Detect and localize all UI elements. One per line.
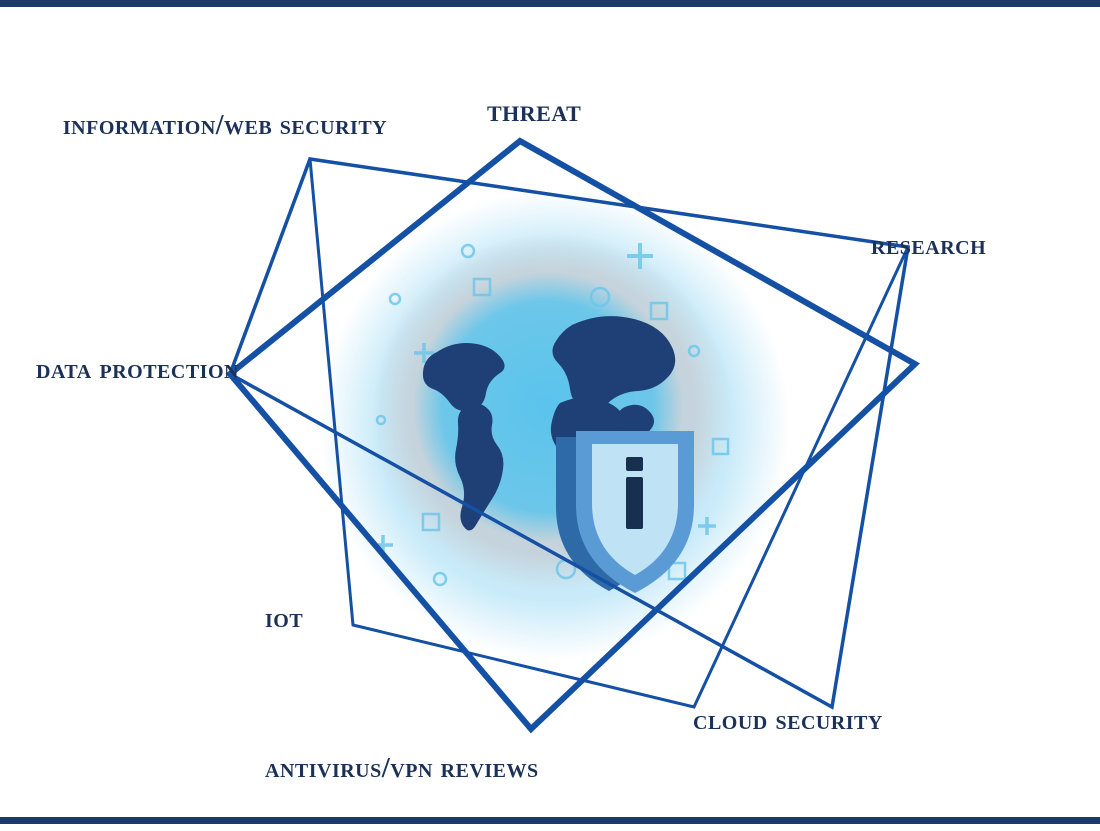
label-cloud-security: Cloud security [693, 704, 883, 736]
shield-icon [556, 431, 694, 593]
label-research: Research [871, 229, 987, 261]
label-data-protection: Data protection [36, 353, 239, 385]
outline-square-c [308, 157, 911, 709]
globe-illustration [422, 316, 676, 531]
label-iot: IoT [265, 602, 304, 634]
outline-square-b [225, 137, 921, 734]
label-threat: Threat [487, 93, 582, 128]
label-information-web-security: information/Web Security [62, 110, 388, 141]
label-antivirus-vpn-reviews: Antivirus/VPN Reviews [265, 752, 539, 784]
diagram-graphic [225, 137, 921, 734]
